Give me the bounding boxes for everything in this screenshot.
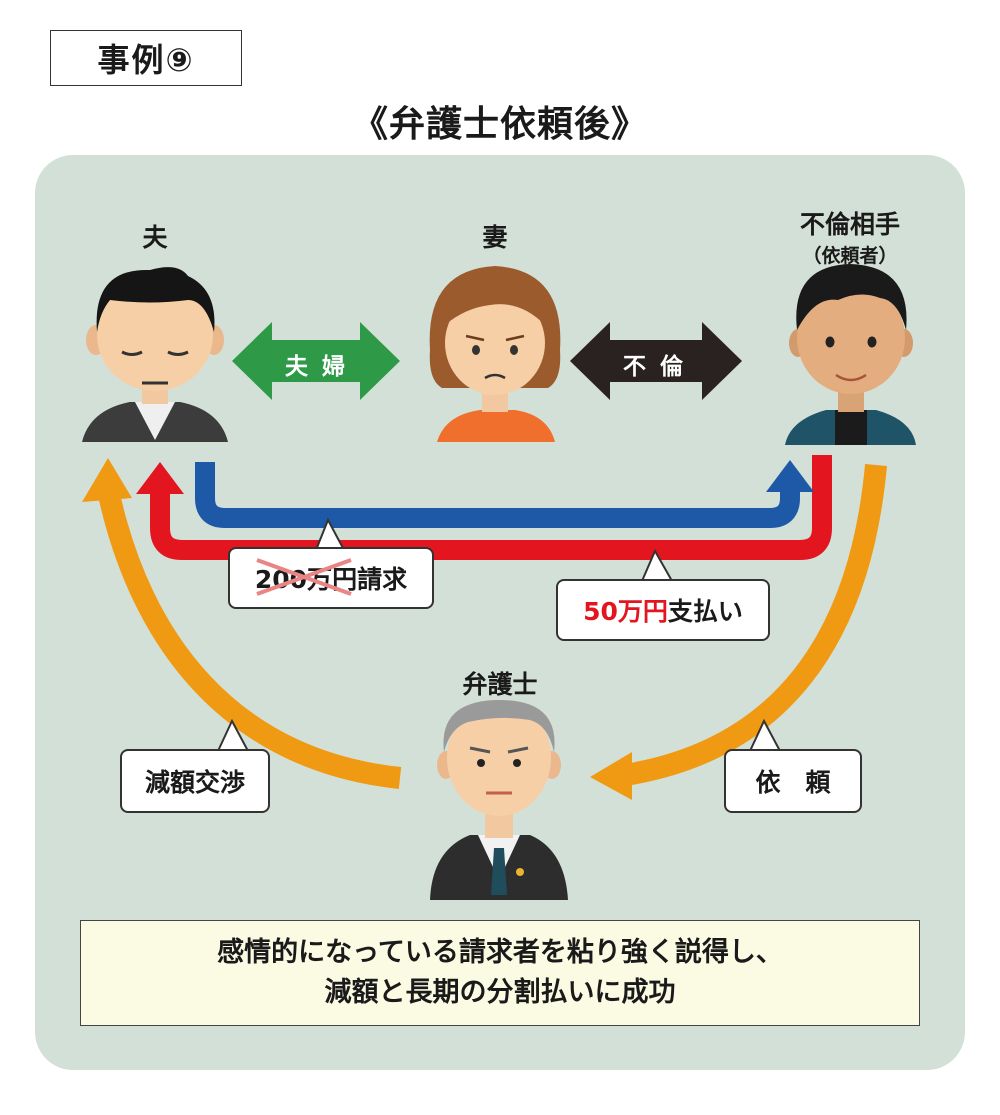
affair-arrow: [570, 322, 742, 400]
summary-line-2: 減額と長期の分割払いに成功: [324, 977, 676, 1008]
partner-figure: [785, 264, 916, 445]
couple-label: 夫婦: [285, 354, 359, 380]
page-title: 《弁護士依頼後》: [351, 104, 648, 145]
partner-label: 不倫相手 （依頼者）: [770, 205, 930, 268]
husband-label: 夫: [142, 223, 168, 252]
husband-figure: [82, 267, 228, 442]
negotiation-bubble: 減額交渉: [120, 749, 270, 813]
partner-name: 不倫相手: [799, 210, 900, 239]
claim-bubble: 200万円 請求: [228, 547, 434, 609]
partner-sub-label: （依頼者）: [802, 245, 898, 267]
negotiation-arrow: [82, 458, 402, 789]
payment-amount: 50万円: [583, 597, 668, 626]
claim-amount-struck: 200万円: [255, 558, 357, 596]
wife-label: 妻: [482, 223, 508, 252]
lawyer-figure: [430, 700, 568, 900]
payment-suffix: 支払い: [667, 597, 743, 626]
affair-label: 不倫: [623, 354, 697, 380]
bubble-tails: [216, 517, 782, 752]
wife-figure: [429, 266, 561, 442]
lawyer-label: 弁護士: [462, 670, 538, 699]
claim-arrow: [195, 460, 814, 528]
strike-cross-icon: [256, 558, 352, 596]
case-label: 事例⑨: [50, 30, 242, 86]
payment-arrow: [136, 455, 832, 560]
summary-line-1: 感情的になっている請求者を粘り強く説得し、: [217, 937, 783, 968]
couple-arrow: [232, 322, 400, 400]
claim-suffix: 請求: [357, 565, 408, 594]
payment-bubble: 50万円支払い: [556, 579, 770, 641]
summary-box: 感情的になっている請求者を粘り強く説得し、 減額と長期の分割払いに成功: [80, 920, 920, 1026]
request-arrow: [590, 463, 887, 800]
request-bubble: 依 頼: [724, 749, 862, 813]
